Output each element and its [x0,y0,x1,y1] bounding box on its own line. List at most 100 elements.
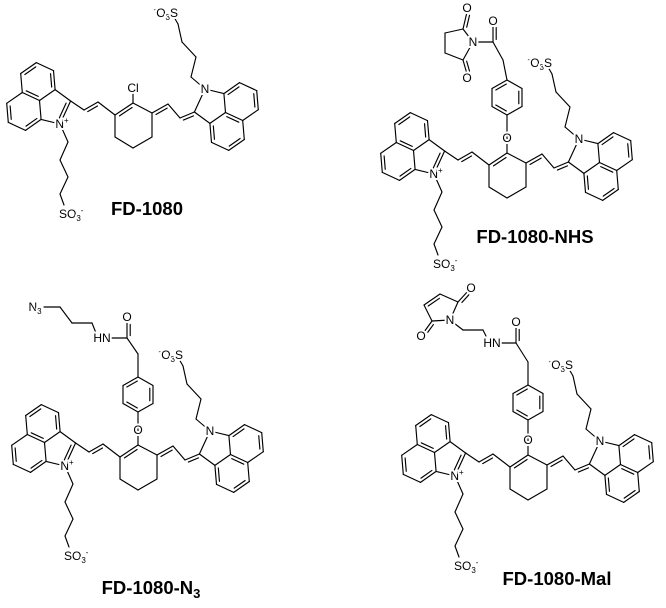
carbonyl-oxygen-label: O [462,1,471,15]
right-benzindole-bond [247,451,264,464]
left-benzindolium-bond [38,89,56,102]
sulfobutyl-chain [555,91,571,108]
double-bond-inner [420,469,433,479]
succinimide-bond [444,52,464,61]
single-bond [114,136,134,149]
succinimide-nitrogen-label: N [469,35,478,49]
maleimide-bond [423,293,441,306]
right-benzindole-bond [599,440,620,447]
double-bond-inner [432,152,441,170]
sulfonate-label: SO3- [59,206,84,223]
sulfobutyl-chain [59,159,69,178]
double-bond [546,455,564,466]
single-bond [471,151,490,166]
double-bond-inner [427,323,434,333]
left-benzindolium-bond [454,452,467,477]
double-bond-inner [427,297,440,307]
succinimide-bond [444,28,464,34]
single-bond [488,186,508,199]
phenyl-bond [122,376,139,387]
double-bond-inner [126,401,138,409]
double-bond-inner [233,479,246,489]
left-benzindolium-bond [412,149,416,170]
right-benzindole-bond [242,109,259,122]
double-bond-inner [627,143,630,158]
left-benzindolium-bond [416,443,436,454]
left-benzindolium-bond [40,404,60,414]
single-bond [119,478,139,491]
right-benzindole-bond [242,119,245,141]
azide-label: N3 [28,300,42,316]
right-benzindole-bond [210,141,230,151]
sulfonate-label: -O3S [528,55,552,72]
compound-name-fd1080-mal: FD-1080-Mal [503,568,612,589]
compound-name-fd1080-nhs: FD-1080-NHS [476,226,593,247]
single-bond [562,455,576,471]
single-bond [465,452,480,463]
double-bond-inner [118,106,133,117]
phenyl-bond [506,105,523,116]
left-benzindolium-bond [25,404,42,417]
right-benzindole-bond [215,483,235,493]
double-bond-inner [25,90,39,97]
left-benzindolium-bond [435,470,456,477]
double-bond-inner [30,459,43,469]
double-bond-inner [399,167,412,177]
sulfobutyl-chain [178,358,184,367]
maleimide-bond [423,304,433,322]
single-bond [506,152,527,164]
left-benzindolium-bond [409,112,429,122]
double-bond-inner [24,66,37,76]
double-bond-inner [29,408,42,418]
sulfobutyl-chain [182,365,188,385]
sulfobutyl-chain [547,66,553,75]
right-benzindole-bond [247,461,250,483]
sulfobutyl-chain [433,209,443,228]
right-benzindole-bond [193,88,206,113]
right-benzindole-bond [567,138,580,163]
right-benzindole-bond [604,463,622,476]
sulfobutyl-chain [433,243,439,256]
left-benzindolium-bond [21,91,41,102]
compound-name-fd1080: FD-1080 [111,198,183,219]
right-benzindole-bond [261,432,264,453]
double-bond-inner [461,155,473,163]
left-benzindolium-bond [29,460,47,473]
sulfobutyl-chain [585,408,592,430]
double-bond-inner [444,425,448,440]
right-benzindole-bond [598,161,618,172]
right-benzindole-bond [618,445,622,466]
phenyl-bond [137,376,154,387]
left-benzindolium-bond [419,470,437,483]
maleimide-bond [449,301,459,321]
right-benzindole-bond [198,453,216,466]
double-bond-inner [601,136,614,146]
sulfobutyl-chain [454,493,464,513]
left-benzindolium-bond [380,152,383,173]
phenyl-bond [122,402,139,413]
phenyl-bond [512,410,529,421]
left-benzindolium-bond [20,72,23,94]
double-bond-inner [49,73,53,88]
sulfobutyl-chain [64,518,74,537]
double-bond-inner [466,14,471,28]
sulfobutyl-chain [195,418,211,432]
double-bond-inner [58,102,67,120]
left-benzindolium-bond [45,460,66,467]
double-bond-inner [453,454,462,472]
double-bond-inner [231,458,245,465]
linker-bond [515,342,529,363]
carbonyl-oxygen-label: O [511,315,520,329]
double-bond [151,103,169,114]
left-benzindolium-bond [380,141,397,154]
left-benzindolium-bond [433,150,446,175]
double-bond-inner [227,86,240,96]
single-bond [541,153,555,169]
carbonyl-oxygen-label: O [122,310,131,324]
double-bond-inner [482,457,494,465]
sulfobutyl-chain [190,76,206,90]
single-bond [102,443,121,458]
right-benzindole-bond [193,111,211,124]
single-bond [137,478,158,491]
sulfonate-label: SO3- [433,256,458,273]
